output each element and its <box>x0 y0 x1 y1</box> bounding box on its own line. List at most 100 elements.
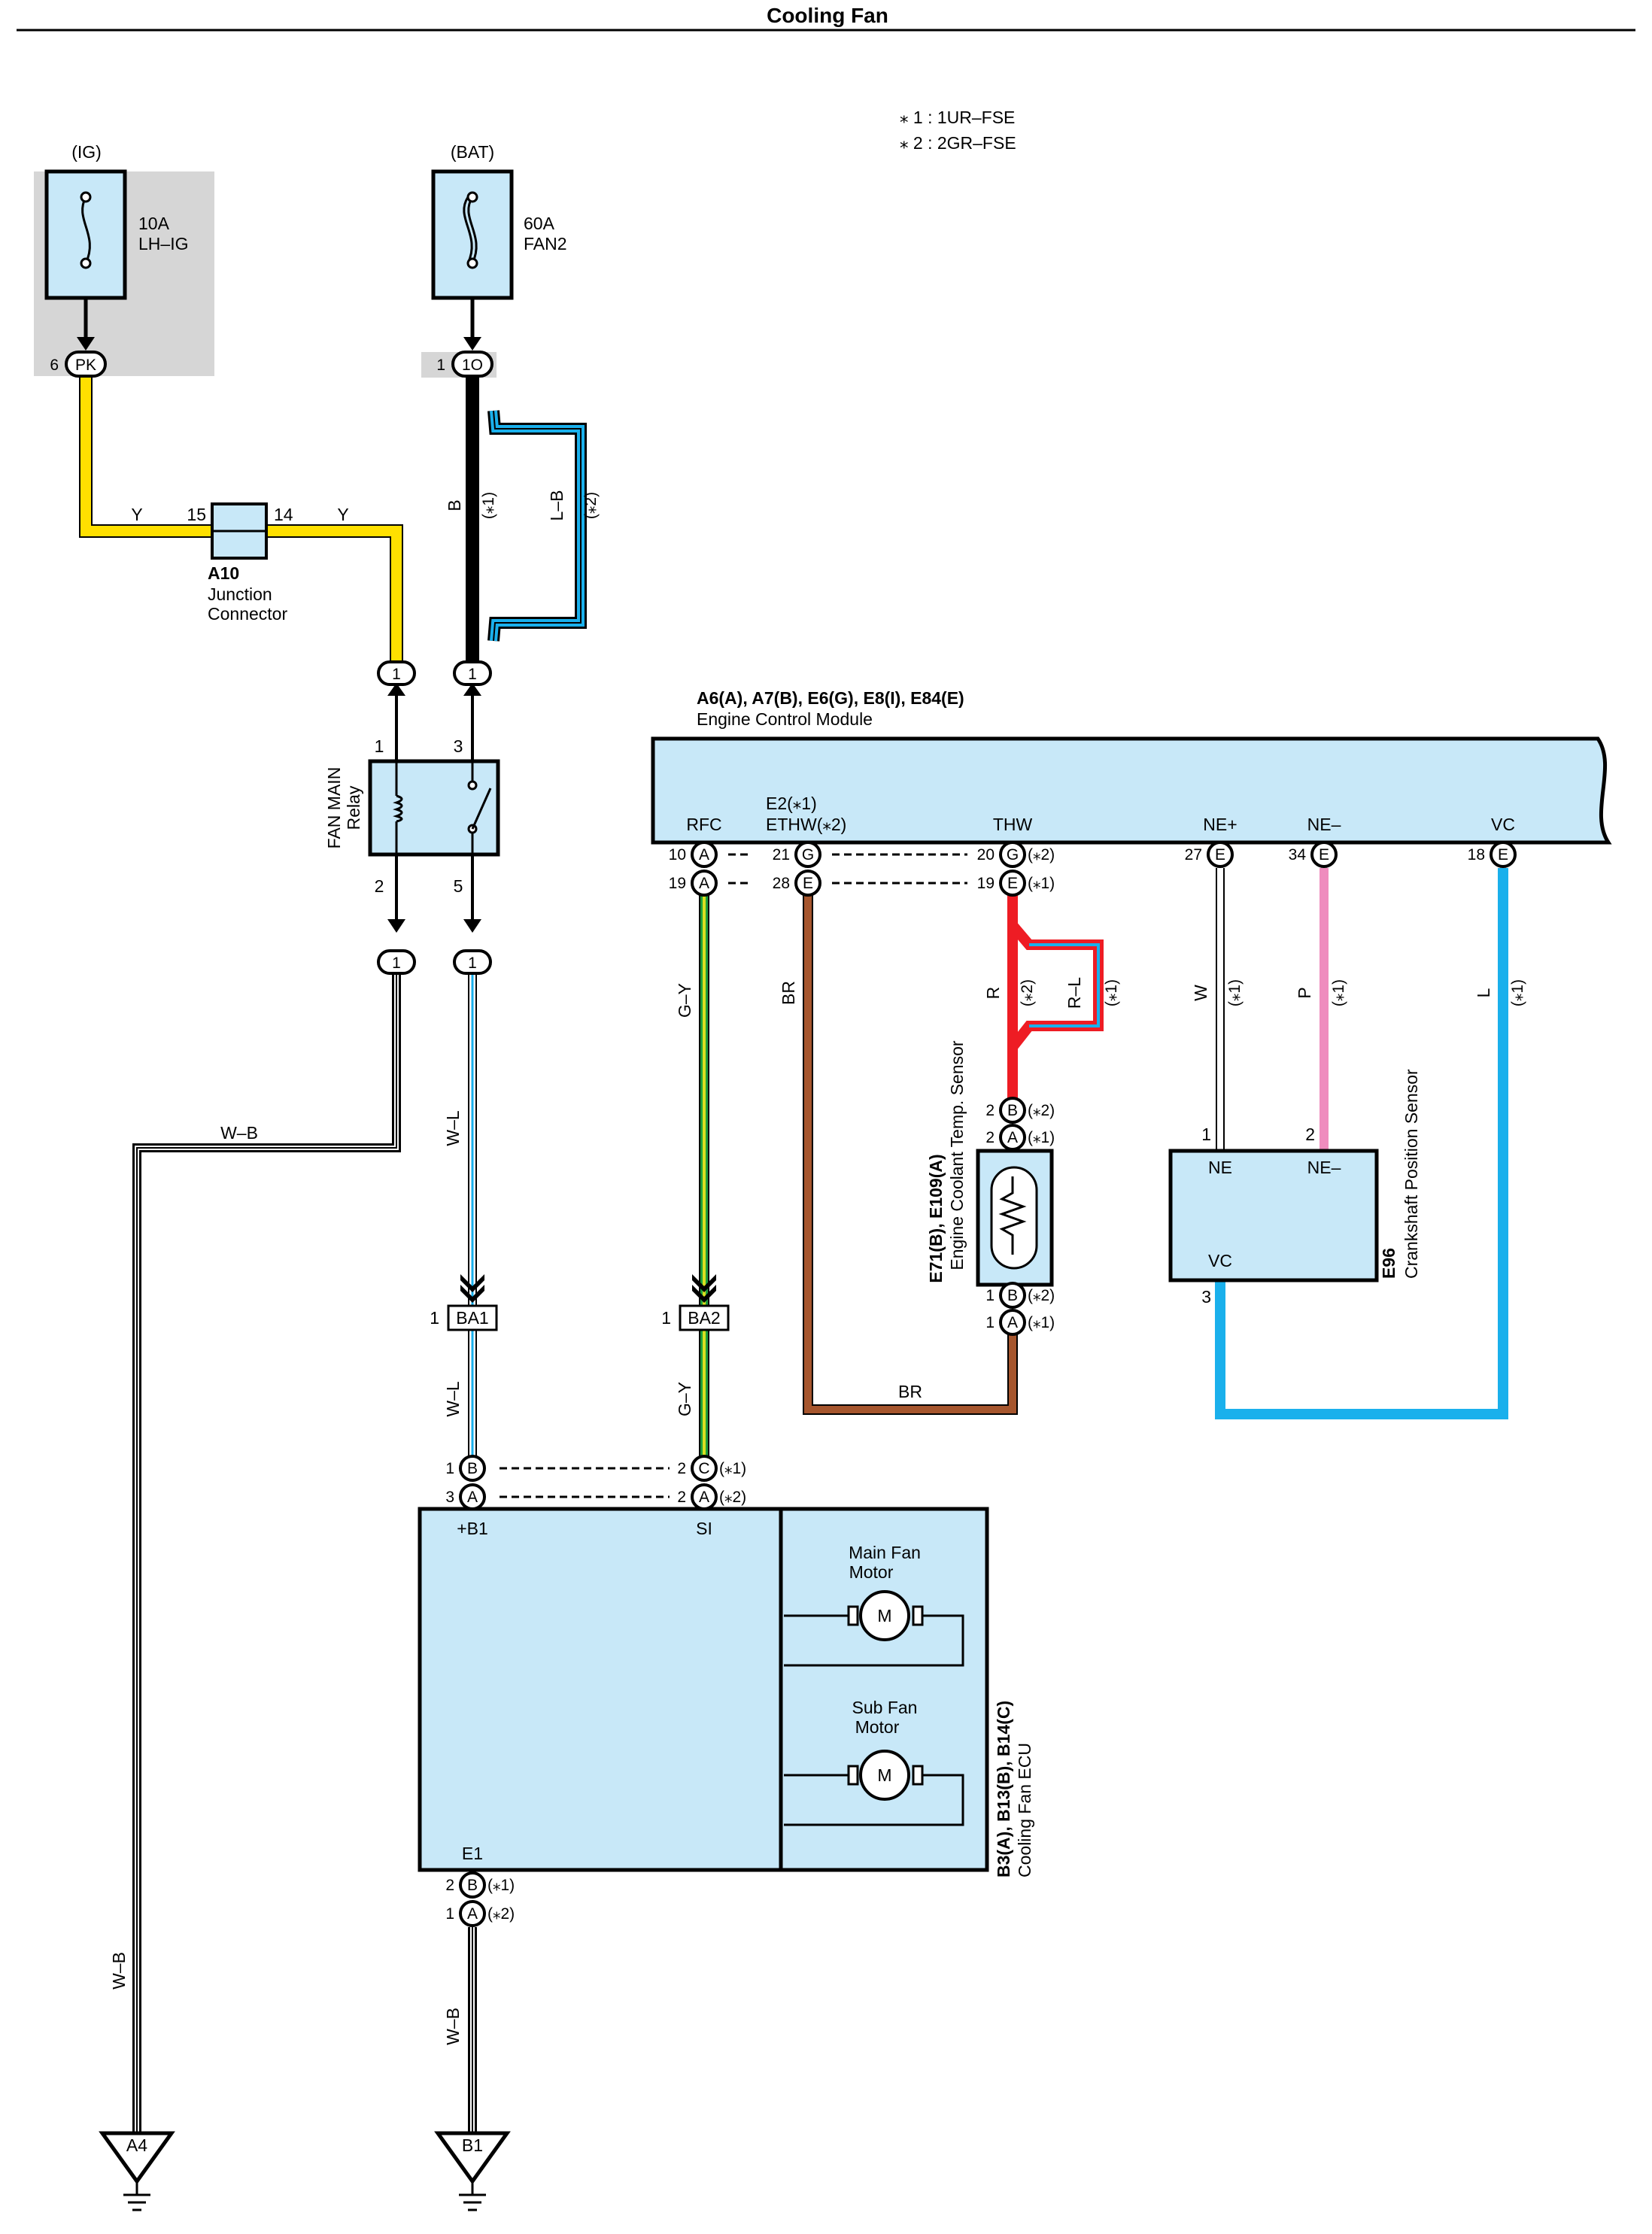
ecm-terminal-vc: VC <box>1491 815 1515 834</box>
svg-text:1: 1 <box>468 666 477 683</box>
connector-ba1-label: BA1 <box>456 1308 488 1328</box>
pin-ecu-e1-a: B 2 (⁎1) <box>445 1871 515 1899</box>
inline-connector-ba1: BA1 1 <box>430 1304 498 1331</box>
svg-text:B: B <box>1007 1102 1018 1119</box>
crankshaft-position-sensor: NE NE– VC 1 2 3 E96 Crankshaft Position … <box>1168 1069 1421 1307</box>
pin-label: 1 <box>375 736 384 756</box>
fuse-lh-ig-box <box>44 169 127 300</box>
svg-text:28: 28 <box>773 875 790 892</box>
svg-text:1: 1 <box>985 1314 995 1331</box>
ecm-terminal-rfc: RFC <box>686 815 721 834</box>
junction-name-line1: Junction <box>208 584 272 604</box>
svg-text:20: 20 <box>977 846 995 864</box>
wire-label-p: P <box>1295 987 1314 998</box>
wire-label-rl: R–L <box>1064 977 1084 1009</box>
pin-ecu-si-b: A 2 (⁎2) <box>677 1483 746 1510</box>
arrow-icon <box>463 337 481 351</box>
ecu-terminal-si: SI <box>696 1519 712 1538</box>
fan-main-relay: 1 3 2 5 FAN MAIN Relay <box>324 736 500 896</box>
motor-symbol: M <box>877 1606 891 1625</box>
svg-text:E: E <box>1007 875 1018 892</box>
svg-text:PK: PK <box>75 357 96 374</box>
wire-label-wb: W–B <box>443 2008 463 2045</box>
pin-ecm-vc: E 18 <box>1468 841 1517 868</box>
pin-ecm-thw-1: G 20 (⁎2) <box>977 841 1055 868</box>
svg-text:B: B <box>1007 1287 1018 1304</box>
svg-text:10: 10 <box>669 846 686 864</box>
svg-text:G: G <box>802 846 814 864</box>
pin-bat-1o: 1O 1 <box>436 351 493 378</box>
main-fan-motor-label2: Motor <box>849 1562 894 1582</box>
pin-label: 15 <box>187 505 206 524</box>
relay-name-line1: FAN MAIN <box>324 767 344 849</box>
wire-variant-label: (⁎1) <box>1103 979 1120 1006</box>
motor-symbol: M <box>877 1765 891 1785</box>
svg-text:(⁎2): (⁎2) <box>1028 1287 1055 1304</box>
svg-text:1: 1 <box>436 357 445 374</box>
wire-label-lb: L–B <box>547 490 566 521</box>
arrow-icon <box>463 683 481 696</box>
wire-variant-label: (⁎1) <box>480 492 497 519</box>
svg-text:19: 19 <box>977 875 995 892</box>
ecm-terminal-ne-plus: NE+ <box>1203 815 1237 834</box>
wire-variant-label: (⁎1) <box>1509 979 1526 1006</box>
wire-label-y: Y <box>131 505 142 524</box>
ecu-terminal-e1: E1 <box>462 1844 483 1863</box>
svg-text:A: A <box>699 875 709 892</box>
inline-connector-ba2: BA2 1 <box>661 1304 730 1331</box>
svg-text:1: 1 <box>392 666 401 683</box>
wire-variant-label: (⁎1) <box>1226 979 1244 1006</box>
pin-ecm-rfc-2: A 19 <box>669 870 718 897</box>
svg-text:A: A <box>1007 1314 1018 1331</box>
sub-fan-motor-label2: Motor <box>855 1717 900 1737</box>
wire-yellow <box>266 526 402 662</box>
engine-coolant-temp-sensor: E71(B), E109(A) Engine Coolant Temp. Sen… <box>926 1040 1054 1287</box>
ecu-id: B3(A), B13(B), B14(C) <box>994 1701 1013 1877</box>
wire-label-wb: W–B <box>220 1123 258 1143</box>
ect-sensor-id: E71(B), E109(A) <box>926 1154 946 1282</box>
ecm-name: Engine Control Module <box>697 709 873 729</box>
bat-source-label: (BAT) <box>451 142 494 162</box>
svg-text:(⁎2): (⁎2) <box>1028 846 1055 864</box>
relay-switch-icon <box>471 788 492 830</box>
wire-yellow <box>80 376 212 536</box>
fuse-fan2-rating: 60A <box>524 214 555 233</box>
svg-text:1: 1 <box>445 1460 454 1477</box>
ecm-terminal-thw: THW <box>993 815 1033 834</box>
wire-label-wl: W–L <box>443 1381 463 1417</box>
ecm-terminal-ne-minus: NE– <box>1307 815 1341 834</box>
svg-text:A: A <box>467 1489 478 1506</box>
connector-arrow-icon <box>692 1274 716 1292</box>
pin-ig-pk: PK 6 <box>50 351 107 378</box>
svg-text:3: 3 <box>445 1489 454 1506</box>
wire-label-gy: G–Y <box>675 1382 694 1416</box>
pin-label: 2 <box>375 876 384 896</box>
wire-label-wb: W–B <box>109 1952 129 1990</box>
pin-label: 5 <box>454 876 463 896</box>
wire-light-blue-black <box>490 410 585 642</box>
svg-text:(⁎2): (⁎2) <box>1028 1102 1055 1119</box>
svg-text:(⁎1): (⁎1) <box>1028 875 1055 892</box>
crank-terminal-ne: NE <box>1208 1158 1232 1177</box>
crank-terminal-ne-minus: NE– <box>1307 1158 1341 1177</box>
svg-text:2: 2 <box>677 1489 686 1506</box>
pin-label: 1 <box>661 1308 671 1328</box>
ect-sensor-name: Engine Coolant Temp. Sensor <box>947 1040 967 1270</box>
wire-label-wl: W–L <box>443 1110 463 1146</box>
crank-terminal-vc: VC <box>1208 1251 1232 1270</box>
pin-ect-top-1: B 2 (⁎2) <box>985 1097 1055 1124</box>
fuse-fan2: (BAT) 60A FAN2 <box>431 142 567 351</box>
ecm-terminal-ethw: ETHW(⁎2) <box>766 815 846 834</box>
ecu-terminal-b1: +B1 <box>457 1519 488 1538</box>
pin-relay-in-3: 1 <box>453 660 492 686</box>
svg-text:E: E <box>803 875 813 892</box>
wire-label-gy: G–Y <box>675 983 694 1018</box>
svg-text:(⁎2): (⁎2) <box>719 1489 746 1506</box>
pin-ecu-b1-a: B 1 <box>445 1455 486 1482</box>
svg-text:A: A <box>699 1489 709 1506</box>
pin-ecm-e2-1: G 21 <box>773 841 821 868</box>
fuse-lh-ig-name: LH–IG <box>138 234 188 253</box>
pin-label: 2 <box>1305 1125 1315 1144</box>
fuse-lh-ig-rating: 10A <box>138 214 170 233</box>
